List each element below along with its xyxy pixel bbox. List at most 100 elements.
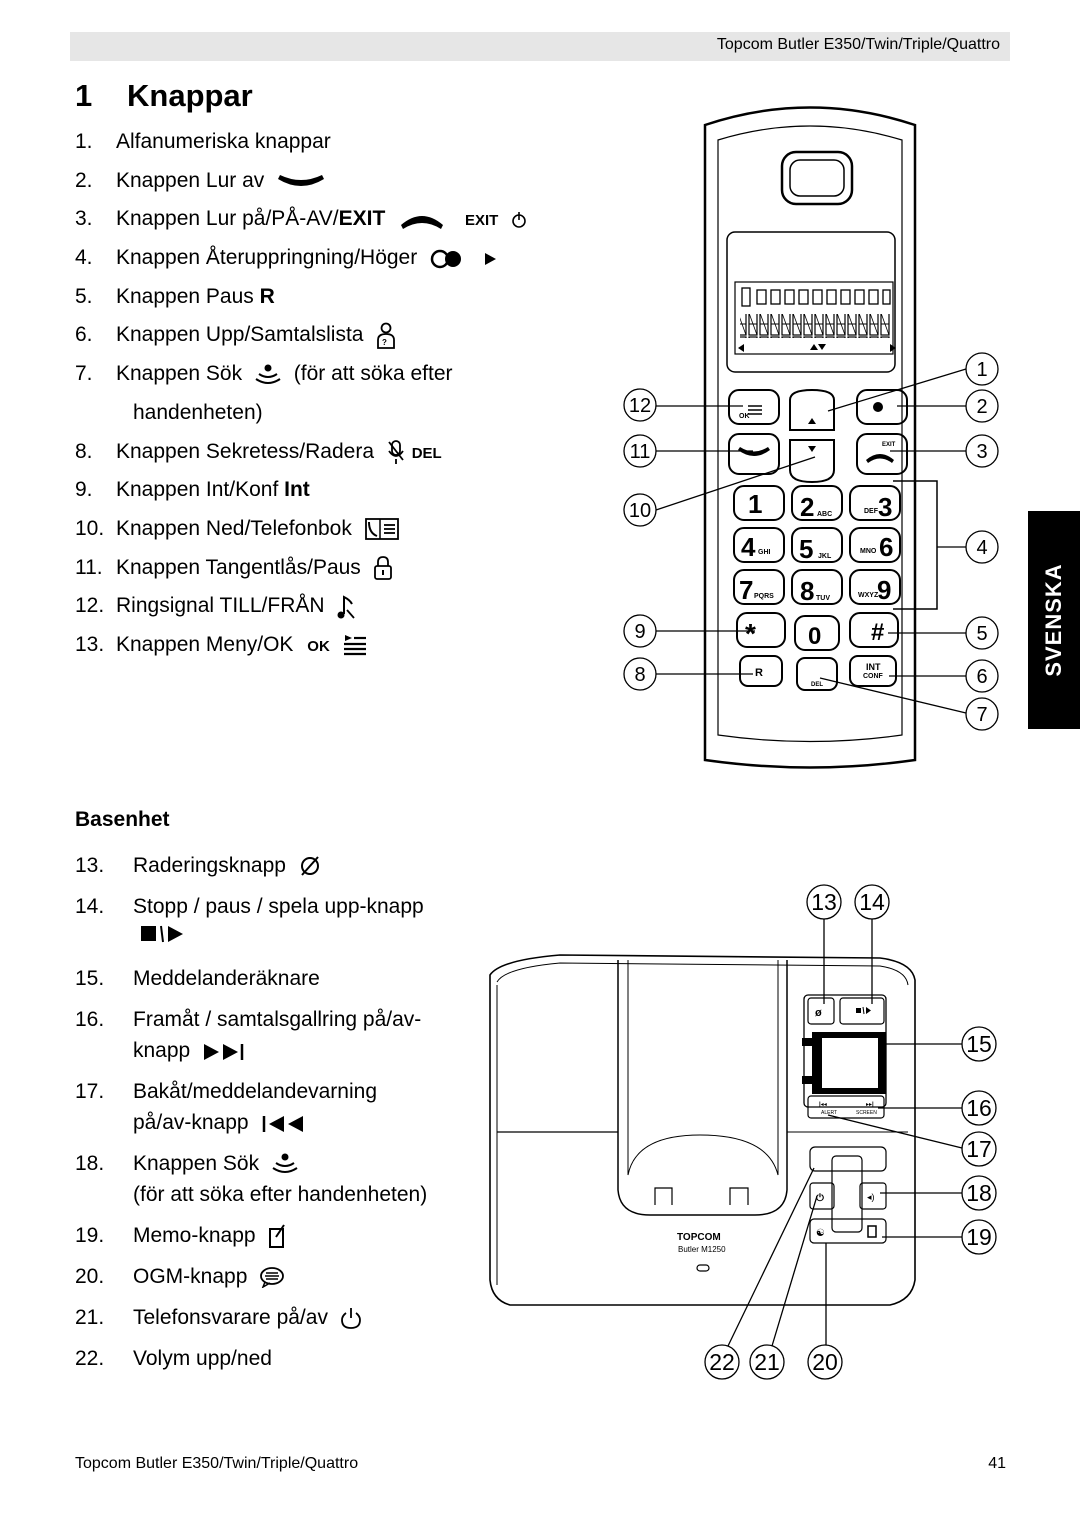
item-number: 13. bbox=[75, 854, 105, 877]
key-0[interactable] bbox=[794, 615, 840, 651]
callout-number: 3 bbox=[976, 441, 987, 463]
volume-keys[interactable] bbox=[809, 1146, 887, 1172]
key-r[interactable] bbox=[739, 655, 783, 687]
callout-number: 4 bbox=[976, 537, 987, 559]
right-arrow-icon bbox=[484, 252, 496, 265]
key-9[interactable] bbox=[849, 569, 901, 605]
item-text: Meddelanderäknare bbox=[133, 967, 320, 990]
earpiece-inner bbox=[789, 159, 845, 197]
item-text: Alfanumeriska knappar bbox=[116, 130, 331, 153]
key-digit: 2 bbox=[800, 492, 814, 522]
back-forward-keys[interactable] bbox=[807, 1095, 885, 1119]
item-text: Knappen Sekretess/Radera bbox=[116, 439, 374, 463]
list-item: 13. Raderingsknapp bbox=[75, 850, 427, 881]
redial-right-key[interactable] bbox=[856, 389, 908, 425]
talk-key[interactable] bbox=[728, 433, 780, 475]
item-text: Knappen Int/Konf bbox=[116, 478, 285, 502]
section-title: Knappar bbox=[127, 78, 253, 113]
item-continued: knapp bbox=[75, 1035, 427, 1066]
list-item-continued: handenheten) bbox=[75, 399, 528, 438]
key-letters: ABC bbox=[817, 511, 832, 518]
key-6[interactable] bbox=[849, 527, 901, 563]
delete-key[interactable] bbox=[807, 997, 835, 1025]
paging-icon bbox=[255, 364, 281, 384]
key-8[interactable] bbox=[791, 569, 843, 605]
key-hash[interactable] bbox=[849, 612, 899, 648]
memo-key-icon bbox=[867, 1225, 877, 1238]
callout-number: 15 bbox=[966, 1031, 992, 1057]
base-callout-lines bbox=[727, 918, 963, 1347]
page-header: Topcom Butler E350/Twin/Triple/Quattro bbox=[70, 32, 1010, 61]
answering-machine-power-key[interactable] bbox=[809, 1182, 835, 1210]
callout-number: 18 bbox=[966, 1180, 992, 1206]
key-1[interactable] bbox=[733, 485, 785, 521]
menu-ok-key[interactable] bbox=[728, 389, 780, 425]
handset-callout-lines bbox=[655, 368, 967, 714]
key-digit: 4 bbox=[741, 532, 756, 562]
key-3[interactable] bbox=[849, 485, 901, 521]
memo-icon bbox=[269, 1224, 286, 1249]
key-4[interactable] bbox=[733, 527, 785, 563]
callout-number: 5 bbox=[976, 623, 987, 645]
phone-off-hook-icon bbox=[278, 175, 325, 187]
handset-diagram: OK EXIT 1 2 ABC DEF 3 4 GHI 5 JKL MNO bbox=[623, 106, 999, 769]
mute-microphone-icon bbox=[388, 440, 404, 464]
callout-number: 22 bbox=[709, 1349, 735, 1375]
back-forward-icons: |◂◂▸▸| bbox=[819, 1102, 874, 1108]
footer-title: Topcom Butler E350/Twin/Triple/Quattro bbox=[75, 1455, 359, 1472]
section-number: 1 bbox=[75, 78, 93, 113]
item-text-after: (för att söka efter bbox=[293, 362, 453, 386]
key-5[interactable] bbox=[791, 527, 843, 563]
ok-key-label: OK bbox=[739, 413, 750, 420]
key-7[interactable] bbox=[733, 569, 785, 605]
display-frame bbox=[726, 231, 896, 373]
key-2[interactable] bbox=[791, 485, 843, 521]
ogm-key-icon: ☯ bbox=[816, 1228, 825, 1239]
paging-icon bbox=[272, 1153, 298, 1174]
key-digit: 5 bbox=[799, 534, 813, 564]
up-call-list-key[interactable] bbox=[789, 388, 835, 431]
paging-key[interactable] bbox=[859, 1182, 887, 1210]
key-letters: TUV bbox=[816, 595, 830, 602]
key-digit: * bbox=[745, 618, 756, 649]
item-number: 4. bbox=[75, 246, 93, 270]
handset-callout-numbers: 1 2 3 4 5 6 7 8 9 10 11 12 bbox=[629, 359, 988, 726]
item-number: 2. bbox=[75, 168, 93, 192]
item-number: 3. bbox=[75, 207, 93, 231]
display-tab-top bbox=[802, 1038, 812, 1046]
key-digit: # bbox=[871, 619, 884, 646]
list-item: 5.Knappen Paus R bbox=[75, 283, 528, 322]
key-star[interactable] bbox=[736, 612, 786, 648]
key-digit: 1 bbox=[748, 489, 762, 519]
callout-number: 20 bbox=[812, 1349, 838, 1375]
stop-pause-play-icon bbox=[141, 925, 183, 943]
item-text: Knappen Paus bbox=[116, 284, 260, 308]
callout-number: 14 bbox=[859, 889, 885, 915]
key-int[interactable] bbox=[849, 655, 897, 687]
stop-play-key[interactable] bbox=[839, 997, 885, 1025]
item-continued: på/av-knapp bbox=[75, 1107, 427, 1138]
item-number: 18. bbox=[75, 1152, 105, 1175]
keypad-bracket bbox=[893, 480, 938, 610]
svg-text:▸▸|: ▸▸| bbox=[866, 1102, 874, 1108]
key-int-label: INT bbox=[866, 662, 881, 672]
down-phonebook-key[interactable] bbox=[789, 439, 835, 484]
screen-label: SCREEN bbox=[856, 1110, 877, 1116]
ogm-memo-keys[interactable] bbox=[809, 1218, 887, 1244]
end-exit-key[interactable] bbox=[856, 433, 908, 475]
list-item: 7.Knappen Sök (för att söka efter bbox=[75, 360, 528, 399]
callout-number: 8 bbox=[634, 664, 645, 686]
list-item: 2.Knappen Lur av bbox=[75, 167, 528, 206]
lcd-screen bbox=[734, 281, 894, 355]
power-icon bbox=[512, 211, 526, 228]
key-digit: 8 bbox=[800, 576, 814, 606]
list-item: 9.Knappen Int/Konf Int bbox=[75, 476, 528, 515]
list-item: 3.Knappen Lur på/PÅ-AV/EXIT EXIT bbox=[75, 205, 528, 244]
key-digit: 6 bbox=[879, 532, 893, 562]
callout-number: 7 bbox=[976, 704, 987, 726]
phonebook-icon bbox=[364, 518, 399, 541]
ringer-off-icon bbox=[337, 595, 356, 619]
item-number: 20. bbox=[75, 1265, 105, 1288]
key-del[interactable] bbox=[796, 657, 838, 691]
item-text: Raderingsknapp bbox=[133, 854, 286, 877]
